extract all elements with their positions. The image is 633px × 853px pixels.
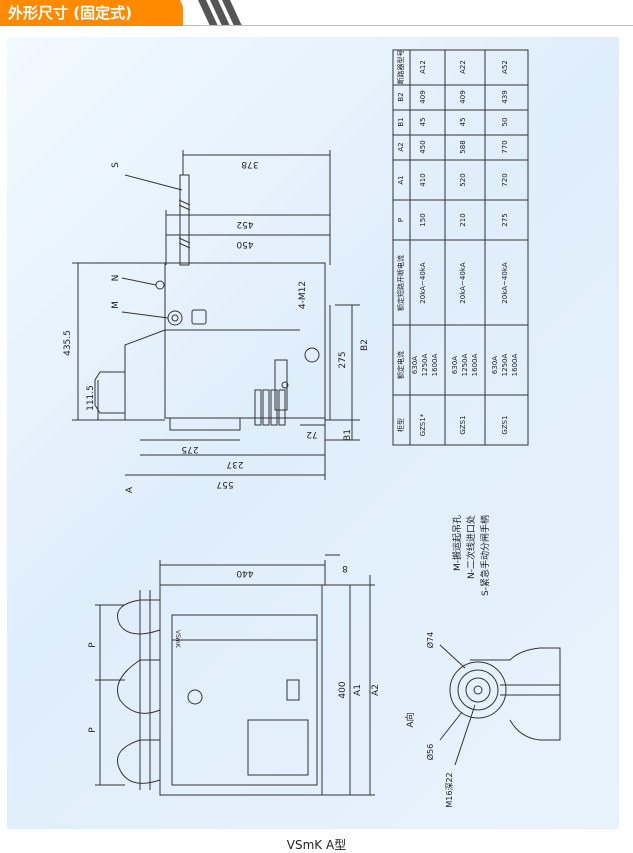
cell-current: 630A (491, 356, 499, 374)
header-divider (183, 25, 633, 26)
front-body (159, 584, 323, 796)
cell-current: 1600A (471, 353, 479, 376)
section-header: 外形尺寸 (固定式) (0, 0, 633, 30)
th-b2: B2 (397, 92, 405, 101)
drawing-panel (7, 37, 619, 829)
cell-current: 1600A (431, 353, 439, 376)
cell-p: 275 (501, 213, 509, 226)
cell-current: 1250A (501, 353, 509, 376)
cell-b1: 50 (501, 118, 509, 127)
label-phi56: Ø56 (425, 744, 435, 760)
label-b1: B1 (343, 429, 353, 441)
legend-item-n: N-二次线进口处 (465, 515, 477, 579)
phase-dome-3 (117, 739, 161, 784)
dim-450: 450 (236, 239, 253, 249)
cell-b2: 409 (459, 90, 467, 103)
dim-440: 440 (236, 568, 253, 578)
legend-item-m: M-搬运起吊孔 (451, 515, 463, 571)
cell-b1: 45 (419, 118, 427, 127)
dim-275-side: 275 (181, 444, 198, 454)
label-b2: B2 (360, 339, 370, 351)
cell-breaking: 20kA~40kA (419, 262, 427, 304)
cell-a2: 588 (459, 140, 467, 153)
phase-dome-2 (117, 659, 161, 714)
cell-a1: 410 (419, 173, 427, 186)
cell-a1: 520 (459, 173, 467, 186)
lifting-hole-m (167, 310, 183, 326)
cell-a1: 720 (501, 173, 509, 186)
cell-b2: 409 (419, 90, 427, 103)
cell-type: GZS1 (459, 415, 467, 434)
cell-current: 1250A (461, 353, 469, 376)
label-s: S (111, 162, 121, 168)
cell-type: GZS1* (419, 413, 427, 436)
dim-237: 237 (226, 459, 243, 469)
label-phi74: Ø74 (425, 632, 435, 648)
dim-557: 557 (216, 479, 233, 489)
label-a1: A1 (353, 684, 363, 696)
th-a1: A1 (397, 175, 405, 184)
detail-outer-circle (449, 661, 507, 719)
cell-model: A22 (459, 60, 467, 74)
th-current: 额定电流 (396, 351, 405, 379)
cell-model: A52 (501, 60, 509, 74)
cell-model: A12 (419, 60, 427, 74)
side-body (164, 262, 326, 419)
label-p-1: P (88, 642, 98, 648)
label-a-direction: A向 (404, 712, 416, 727)
dim-72: 72 (306, 429, 317, 439)
label-p-2: P (88, 727, 98, 733)
dim-378: 378 (241, 159, 258, 169)
cell-current: 1250A (421, 353, 429, 376)
header-bar (0, 0, 183, 26)
dim-8: 8 (342, 563, 348, 573)
nameplate-vsmk: VSmK (174, 630, 181, 649)
emergency-handle (179, 174, 190, 266)
cell-a2: 770 (501, 140, 509, 153)
cell-type: GZS1 (501, 415, 509, 434)
th-p: P (397, 218, 405, 222)
th-a2: A2 (397, 142, 405, 151)
cell-a2: 450 (419, 140, 427, 153)
dim-111-5: 111.5 (86, 385, 96, 411)
cell-p: 150 (419, 213, 427, 226)
th-breaking: 额定短路开断电流 (396, 255, 405, 311)
dim-275-right: 275 (338, 351, 348, 368)
cell-current: 630A (411, 356, 419, 374)
label-a2: A2 (371, 684, 381, 696)
th-b1: B1 (397, 117, 405, 126)
dim-435-5: 435.5 (63, 330, 73, 356)
cable-entry-n (155, 280, 165, 290)
cell-current: 630A (451, 356, 459, 374)
label-m: M (111, 301, 121, 309)
cell-b1: 45 (459, 118, 467, 127)
header-stripes-icon (180, 0, 242, 26)
label-m16: M16深22 (445, 772, 454, 807)
cell-breaking: 20kA~40kA (459, 262, 467, 304)
legend-item-s: S-紧急手动分闸手柄 (479, 515, 491, 596)
cell-p: 210 (459, 213, 467, 226)
spec-table (392, 49, 529, 446)
dim-452: 452 (236, 219, 253, 229)
label-4-m12: 4-M12 (298, 281, 308, 309)
drawing-caption: VSmK A型 (286, 838, 347, 852)
cell-b2: 439 (501, 90, 509, 103)
cell-breaking: 20kA~40kA (501, 262, 509, 304)
header-title: 外形尺寸 (固定式) (8, 4, 132, 22)
dim-400: 400 (338, 681, 348, 698)
label-n: N (111, 275, 121, 282)
th-type: 柜型 (396, 418, 405, 432)
cell-current: 1600A (511, 353, 519, 376)
th-model: 断路器型号 (396, 50, 405, 85)
label-a-view: A (125, 486, 135, 493)
phase-dome-1 (117, 599, 161, 635)
